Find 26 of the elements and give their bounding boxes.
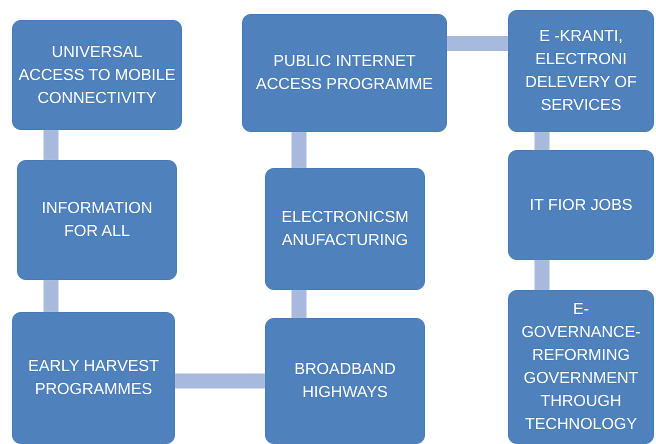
process-box	[12, 312, 175, 444]
box-label: ELECTRONICSM ANUFACTURING	[280, 208, 410, 251]
box-label: E -KRANTI, ELECTRONI DELEVERY OF SERVICES	[524, 27, 638, 116]
connector-bar	[292, 290, 306, 318]
process-box	[508, 150, 654, 260]
box-label: PUBLIC INTERNET ACCESS PROGRAMME	[255, 52, 434, 95]
process-box	[265, 168, 425, 290]
process-box	[17, 160, 177, 280]
connector-bar	[534, 132, 550, 150]
process-box	[12, 20, 182, 130]
process-box	[242, 14, 447, 132]
box-label: E- GOVERNANCE- REFORMING GOVERNMENT THROUGH TECHNOLOGY	[520, 300, 642, 435]
box-label: EARLY HARVEST PROGRAMMES	[27, 357, 160, 400]
box-label: UNIVERSAL ACCESS TO MOBILE CONNECTIVITY	[18, 42, 176, 108]
process-box	[508, 10, 654, 132]
connector-bar	[44, 130, 58, 160]
connector-bar	[44, 280, 58, 312]
connector-bar	[447, 36, 508, 51]
connector-bar	[175, 374, 265, 388]
box-label: INFORMATION FOR ALL	[40, 199, 154, 242]
connector-bar	[534, 260, 550, 290]
box-label: BROADBAND HIGHWAYS	[293, 360, 397, 403]
process-box	[265, 318, 425, 444]
connector-bar	[292, 132, 306, 168]
process-box	[508, 290, 654, 444]
box-label: IT FIOR JOBS	[530, 196, 632, 216]
